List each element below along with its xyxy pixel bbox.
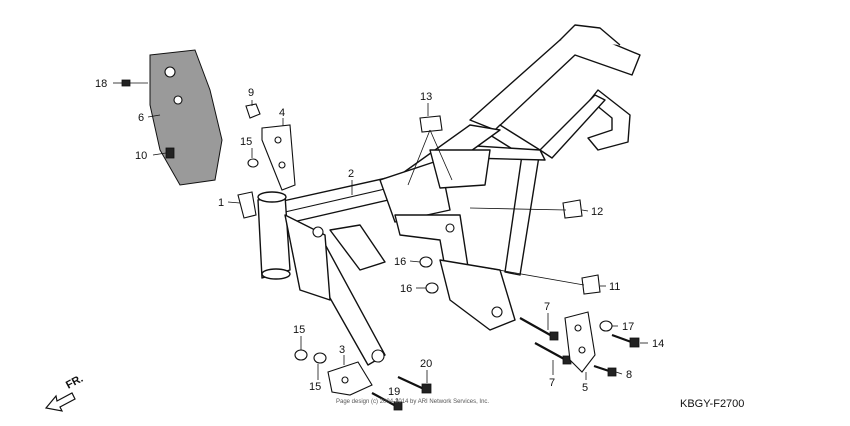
- nut-16-lower: [425, 282, 439, 294]
- callout-4: 4: [279, 107, 285, 119]
- washer-17: [599, 320, 613, 332]
- rubber-13: [419, 115, 443, 133]
- bolt-20: [397, 376, 432, 394]
- collar-15-right: [313, 352, 327, 364]
- callouts: 18 6 10 9 4 15 1 2 13 12 11 16 16 15 3 1…: [95, 78, 664, 398]
- callout-17: 17: [622, 321, 634, 333]
- collar-15-upper: [247, 158, 259, 168]
- nut-9: [245, 103, 261, 119]
- rubber-12: [562, 199, 583, 219]
- callout-13: 13: [420, 91, 432, 103]
- bolt-14: [611, 333, 640, 348]
- leader-lines: [113, 82, 648, 402]
- callout-12: 12: [591, 206, 603, 218]
- callout-7-lower: 7: [549, 377, 555, 389]
- callout-19: 19: [388, 386, 400, 398]
- callout-16-upper: 16: [394, 256, 406, 268]
- copyright-text: Page design (c) 2004-2014 by ARI Network…: [336, 399, 490, 405]
- rubber-11: [581, 274, 601, 295]
- bracket-5: [564, 311, 596, 373]
- callout-1: 1: [218, 197, 224, 209]
- callout-11: 11: [609, 281, 620, 293]
- callout-15-upper: 15: [240, 136, 252, 148]
- callout-18: 18: [95, 78, 107, 90]
- diagram-code: KBGY-F2700: [680, 398, 745, 410]
- bracket-3: [327, 361, 373, 396]
- callout-14: 14: [652, 338, 664, 350]
- bolt-10: [165, 147, 175, 159]
- callout-7-upper: 7: [544, 301, 550, 313]
- callout-8: 8: [626, 369, 632, 381]
- bolt-19: [371, 392, 403, 411]
- bracket-4: [261, 124, 296, 191]
- callout-15-right: 15: [309, 381, 321, 393]
- callout-2: 2: [348, 168, 354, 180]
- bolt-8: [593, 364, 617, 377]
- screw-18: [121, 79, 148, 87]
- callout-3: 3: [339, 344, 345, 356]
- clip-1: [237, 191, 257, 219]
- main-frame: [257, 24, 641, 366]
- collar-15-left: [294, 349, 308, 361]
- callout-6: 6: [138, 112, 144, 124]
- nut-16-upper: [419, 256, 433, 268]
- callout-10: 10: [135, 150, 147, 162]
- callout-15-left: 15: [293, 324, 305, 336]
- callout-9: 9: [248, 87, 254, 99]
- callout-16-lower: 16: [400, 283, 412, 295]
- callout-20: 20: [420, 358, 432, 370]
- callout-5: 5: [582, 382, 588, 394]
- front-direction-arrow-icon: [44, 392, 76, 412]
- bolt-7-upper: [519, 317, 559, 341]
- side-plate: [149, 49, 223, 186]
